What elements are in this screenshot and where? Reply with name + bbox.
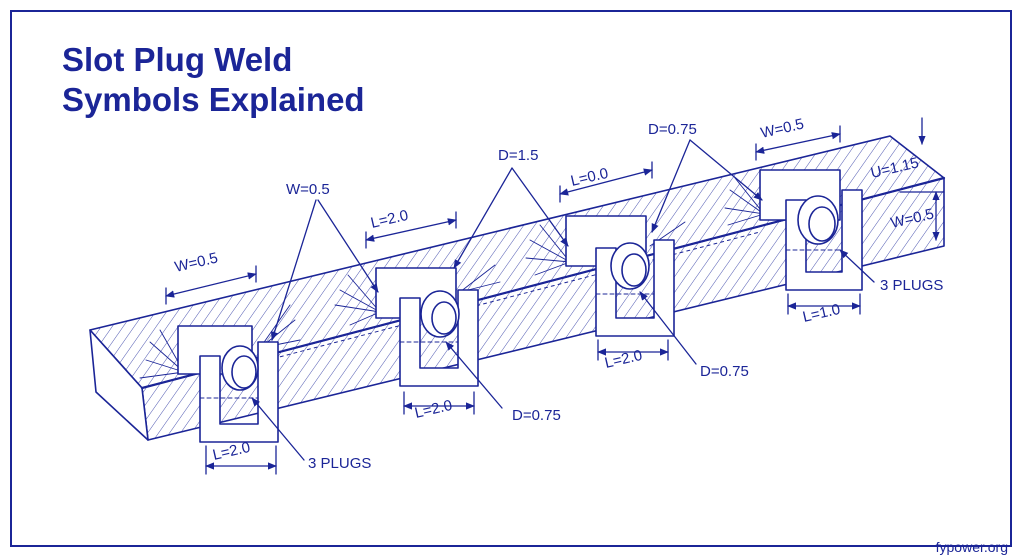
plug-circle-4 (797, 195, 839, 245)
plug-inner-3 (621, 253, 647, 287)
title-line-2: Symbols Explained (62, 81, 365, 118)
plug-circle-3 (610, 242, 650, 290)
label-w-mid: W=0.5 (286, 181, 330, 198)
plug-2 (334, 264, 501, 387)
plug-inner-1 (231, 355, 257, 389)
dimension-lines (165, 117, 945, 475)
label-l-2-top: L=2.0 (369, 207, 410, 232)
beam-left-end (89, 329, 149, 441)
label-d-0-75-top: D=0.75 (648, 121, 697, 138)
label-d-0-75-plug3: D=0.75 (700, 363, 749, 380)
label-l-1-0: L=1.0 (801, 301, 842, 326)
label-3-plugs-right: 3 PLUGS (880, 277, 943, 294)
plug-4 (724, 169, 863, 291)
label-w-right: W=0.5 (759, 115, 805, 141)
label-3-plugs-left: 3 PLUGS (308, 455, 371, 472)
diagram-title: Slot Plug Weld Symbols Explained (62, 40, 365, 120)
beam-centerline (259, 231, 761, 363)
weld-spatter-3 (525, 221, 686, 276)
plug-1 (139, 304, 301, 443)
label-d-1-5: D=1.5 (498, 147, 538, 164)
label-w-left: W=0.5 (173, 249, 219, 275)
weld-spatter-2 (334, 264, 501, 326)
label-d-0-75-plug2: D=0.75 (512, 407, 561, 424)
title-line-1: Slot Plug Weld (62, 41, 293, 78)
plug-inner-4 (808, 206, 836, 242)
label-l-2-0-plug2: L=2.0 (413, 397, 454, 422)
diagram-frame (10, 10, 1012, 547)
plug-3 (525, 215, 686, 337)
weld-spatter-4 (724, 177, 765, 226)
plug-circle-2 (420, 290, 460, 338)
leader-lines (251, 139, 875, 461)
plug-inner-2 (431, 301, 457, 335)
source-credit: fypower.org (935, 539, 1008, 555)
label-l-2-0-plug3: L=2.0 (603, 347, 644, 372)
